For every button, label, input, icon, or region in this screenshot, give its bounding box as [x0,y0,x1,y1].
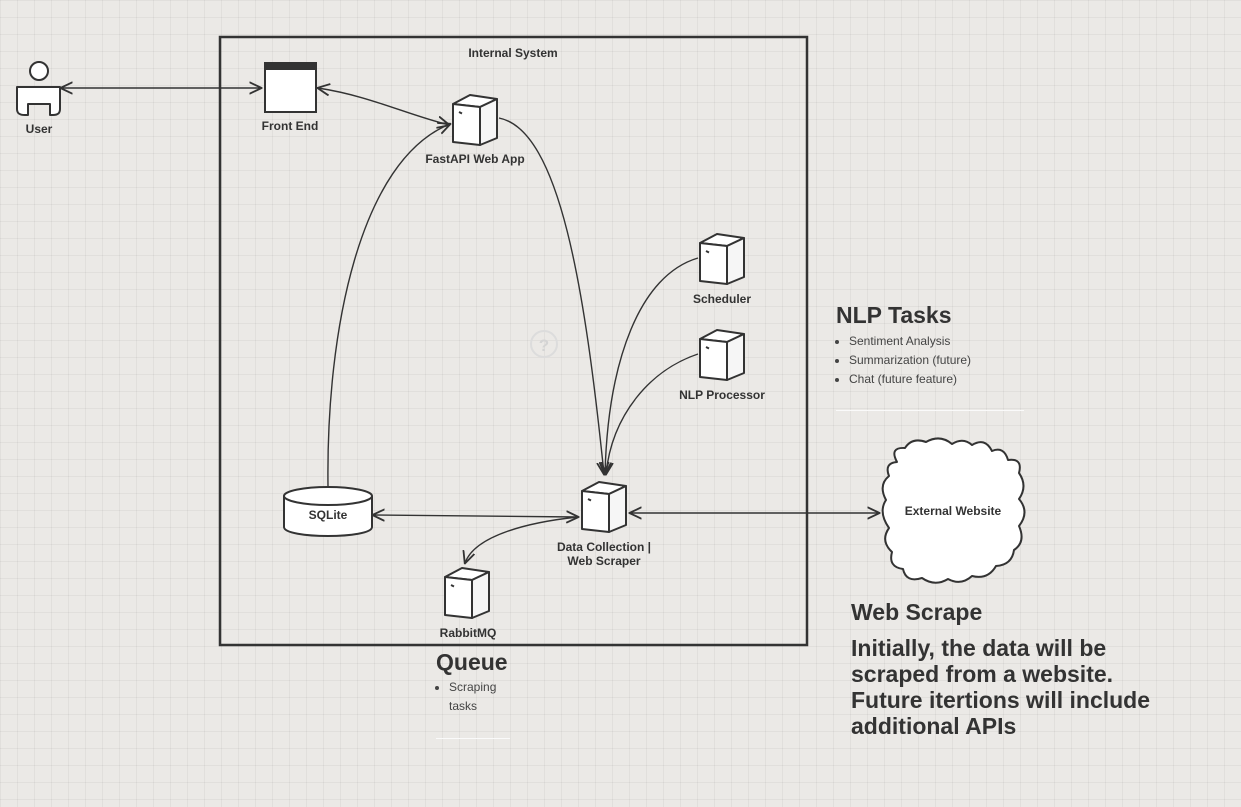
scheduler-label: Scheduler [692,292,752,306]
nlp-tasks-list: Sentiment Analysis Summarization (future… [823,332,971,389]
front-end-icon[interactable] [264,62,317,113]
web-scraper-label: Web Scraper [567,554,641,568]
queue-list: Scraping tasks [423,678,496,716]
external-website-label: External Website [904,504,1002,518]
connector-datacollection-rabbitmq[interactable] [465,516,579,563]
nlp-tasks-title: NLP Tasks [836,302,952,328]
queue-divider [436,738,510,739]
list-item: Summarization (future) [849,351,971,370]
rabbitmq-label: RabbitMQ [439,626,497,640]
queue-title: Queue [436,649,508,675]
connector-sqlite-fastapi[interactable] [327,124,450,487]
web-scrape-line: Future itertions will include [851,687,1151,713]
connector-scheduler-datacollection[interactable] [605,257,699,474]
connectors [61,88,879,563]
connector-sqlite-datacollection[interactable] [373,515,578,517]
web-scrape-title: Web Scrape [851,599,983,625]
sqlite-database-icon[interactable] [283,486,373,537]
sqlite-label: SQLite [308,508,348,522]
list-item: Scraping [449,678,496,697]
nlp-tasks-divider [836,410,1024,411]
nlp-processor-label: NLP Processor [679,388,765,402]
front-end-label: Front End [261,119,319,133]
internal-system-boundary[interactable] [218,35,809,647]
svg-text:?: ? [539,336,549,355]
web-scrape-line: scraped from a website. [851,661,1114,687]
list-item: tasks [449,699,478,713]
scheduler-server-icon[interactable] [699,233,745,285]
internal-system-label: Internal System [468,46,558,60]
data-collection-server-icon[interactable] [581,481,627,533]
list-item: Chat (future feature) [849,370,971,389]
list-item: Sentiment Analysis [849,332,971,351]
fastapi-label: FastAPI Web App [425,152,525,166]
rabbitmq-server-icon[interactable] [444,567,490,619]
external-website-cloud-icon[interactable] [881,437,1026,584]
help-icon[interactable]: ? [530,330,558,358]
web-scrape-description: Initially, the data will be scraped from… [851,635,1150,739]
nlp-processor-server-icon[interactable] [699,329,745,381]
web-scrape-line: Initially, the data will be [851,635,1107,661]
web-scrape-line: additional APIs [851,713,1017,739]
connector-fastapi-datacollection[interactable] [498,117,604,474]
connector-nlp-datacollection[interactable] [606,353,699,474]
data-collection-label: Data Collection | [556,540,652,554]
fastapi-server-icon[interactable] [452,94,498,146]
user-label: User [25,122,53,136]
connector-frontend-fastapi[interactable] [318,88,449,125]
user-icon[interactable] [16,61,61,116]
